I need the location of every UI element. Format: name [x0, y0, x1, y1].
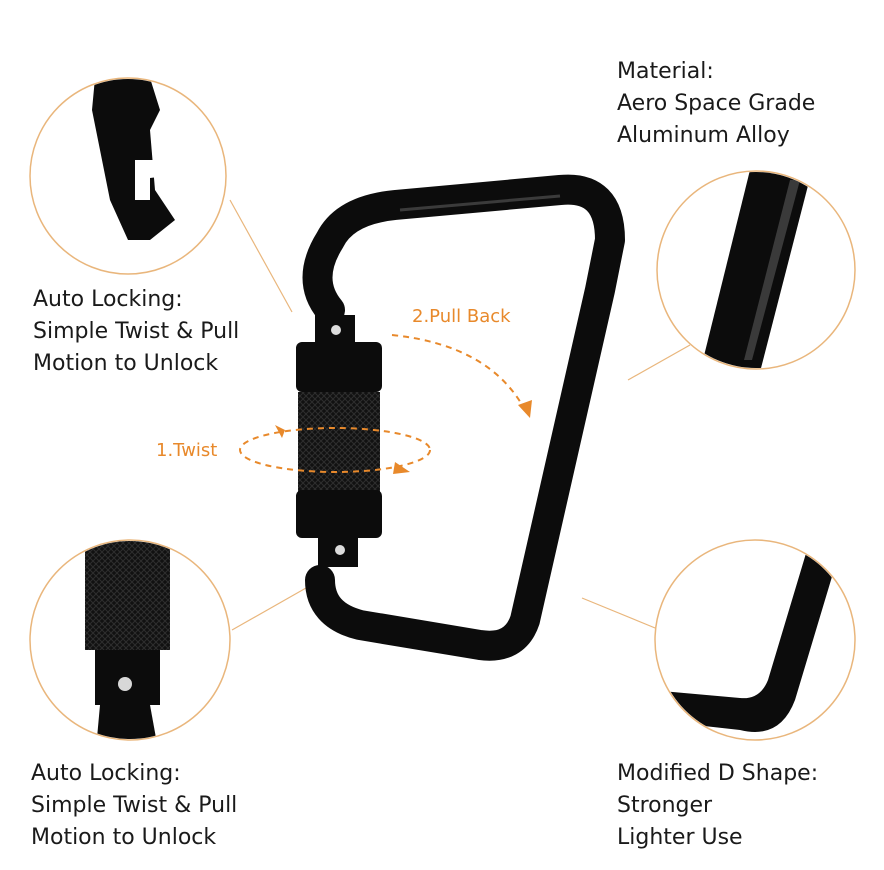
- bottom-right-line-2: Stronger: [617, 793, 713, 818]
- lock-sleeve-detail: [85, 541, 170, 739]
- bottom-right-line-1: Modified D Shape:: [617, 761, 819, 786]
- top-left-line-3: Motion to Unlock: [33, 351, 219, 376]
- leader-line-right: [627, 344, 691, 381]
- material-label: Material: Aero Space Grade Aluminum Allo…: [617, 56, 815, 152]
- pull-back-label: 2.Pull Back: [412, 306, 511, 327]
- material-line-1: Material:: [617, 59, 714, 84]
- leader-line-bottom-right: [581, 597, 661, 631]
- leader-line-bottom-left: [231, 587, 307, 631]
- carabiner: [296, 174, 625, 661]
- knurled-sleeve: [298, 392, 380, 492]
- auto-locking-label-bottom: Auto Locking: Simple Twist & Pull Motion…: [31, 758, 237, 854]
- pull-back-arrow: [391, 334, 526, 411]
- d-bend-detail: [656, 541, 840, 732]
- material-line-2: Aero Space Grade: [617, 91, 816, 116]
- gate-notch-detail: [92, 79, 175, 240]
- bottom-right-line-3: Lighter Use: [617, 825, 743, 850]
- material-line-3: Aluminum Alloy: [617, 123, 790, 148]
- leader-line-top-left: [229, 199, 293, 313]
- auto-locking-label-top: Auto Locking: Simple Twist & Pull Motion…: [33, 284, 239, 380]
- bottom-left-line-2: Simple Twist & Pull: [31, 793, 238, 818]
- spine-detail: [700, 172, 812, 368]
- top-left-line-2: Simple Twist & Pull: [33, 319, 240, 344]
- twist-arrow: [239, 427, 431, 473]
- bottom-left-line-1: Auto Locking:: [31, 761, 181, 786]
- twist-label: 1.Twist: [156, 440, 218, 461]
- d-shape-label: Modified D Shape: Stronger Lighter Use: [617, 758, 818, 854]
- top-left-line-1: Auto Locking:: [33, 287, 183, 312]
- bottom-left-line-3: Motion to Unlock: [31, 825, 217, 850]
